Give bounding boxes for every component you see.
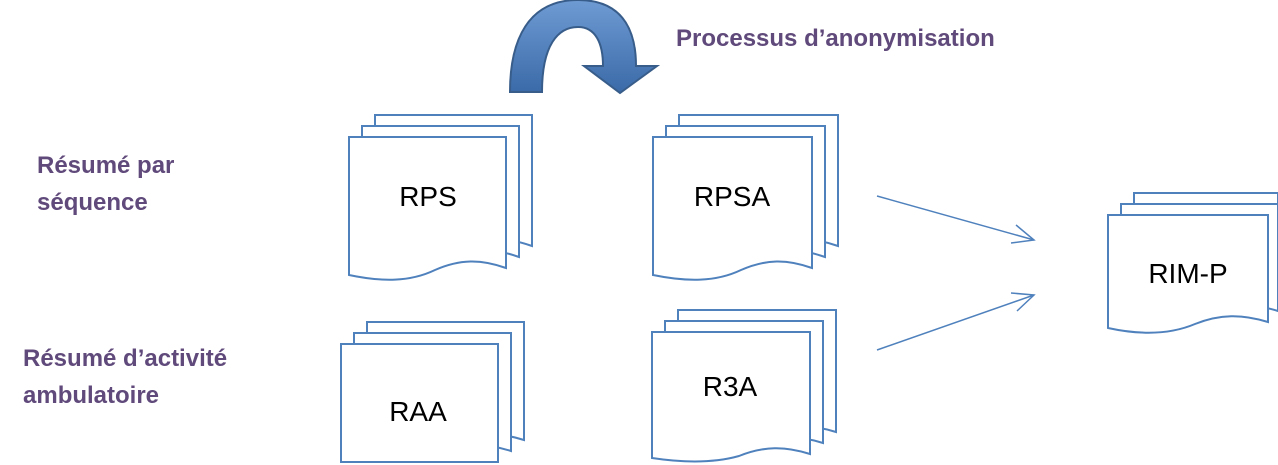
rimp-document-stack: RIM-P — [1107, 192, 1278, 334]
process-label: Processus d’anonymisation — [676, 25, 995, 52]
rps-description-line1: Résumé par — [37, 152, 175, 179]
rpsa-document-stack: RPSA — [652, 114, 839, 281]
r3a-document-stack: R3A — [651, 309, 837, 463]
curved-arrow-icon — [508, 0, 661, 95]
rps-description: Résumé par séquence — [37, 147, 174, 221]
raa-document-label: RAA — [389, 396, 447, 427]
raa-document-stack: RAA — [340, 321, 525, 463]
raa-description-line2: ambulatoire — [23, 382, 160, 410]
rps-document-stack: RPS — [348, 114, 533, 281]
r3a-document-label: R3A — [703, 371, 758, 402]
rps-document-label: RPS — [399, 181, 457, 212]
raa-description: Résumé d’activité ambulatoire — [23, 340, 227, 414]
raa-description-line1: Résumé d’activité — [23, 345, 228, 372]
rpsa-document-label: RPSA — [694, 181, 771, 212]
rimp-document-label: RIM-P — [1148, 258, 1227, 289]
arrow-r3a-to-rimp — [876, 292, 1036, 351]
arrow-rpsa-to-rimp — [876, 195, 1036, 244]
rps-description-line2: séquence — [37, 189, 148, 217]
